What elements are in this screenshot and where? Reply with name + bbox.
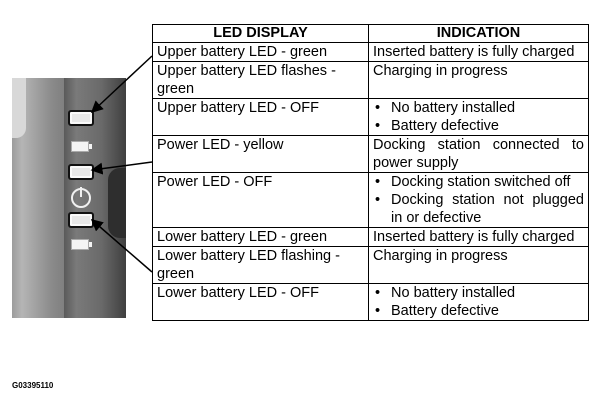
led-display-cell: Lower battery LED - green bbox=[152, 227, 369, 247]
indication-cell: No battery installed Battery defective bbox=[368, 283, 589, 321]
indication-cell: Docking station connected to power suppl… bbox=[368, 135, 589, 173]
indication-cell: Inserted battery is fully charged bbox=[368, 42, 589, 62]
led-display-cell: Upper battery LED - green bbox=[152, 42, 369, 62]
header-indication: INDICATION bbox=[368, 24, 589, 43]
led-display-cell: Upper battery LED - OFF bbox=[152, 98, 369, 136]
table-row: Lower battery LED flashing - green Charg… bbox=[152, 246, 589, 284]
led-display-cell: Power LED - yellow bbox=[152, 135, 369, 173]
indication-text: Inserted battery is fully charged bbox=[373, 44, 575, 60]
indication-text: Inserted battery is fully charged bbox=[373, 229, 575, 245]
arrow-lower-battery bbox=[90, 219, 153, 273]
bullet-item: Docking station not plugged in or defect… bbox=[373, 191, 584, 227]
table-row: Upper battery LED - green Inserted batte… bbox=[152, 42, 589, 62]
bullet-item: No battery installed bbox=[373, 284, 584, 302]
photo-bevel bbox=[12, 78, 26, 138]
table-header-row: LED DISPLAY INDICATION bbox=[152, 24, 589, 43]
bullet-item: Battery defective bbox=[373, 117, 584, 135]
indication-cell: Docking station switched off Docking sta… bbox=[368, 172, 589, 228]
led-indication-table: LED DISPLAY INDICATION Upper battery LED… bbox=[152, 24, 589, 321]
bullet-item: Docking station switched off bbox=[373, 173, 584, 191]
indication-cell: Inserted battery is fully charged bbox=[368, 227, 589, 247]
bullet-item: No battery installed bbox=[373, 99, 584, 117]
upper-battery-icon bbox=[71, 141, 92, 152]
power-icon bbox=[71, 187, 91, 208]
figure-id: G03395110 bbox=[12, 381, 54, 390]
table-row: Power LED - yellow Docking station conne… bbox=[152, 135, 589, 173]
table-row: Upper battery LED - OFF No battery insta… bbox=[152, 98, 589, 136]
indication-cell: No battery installed Battery defective bbox=[368, 98, 589, 136]
table-row: Power LED - OFF Docking station switched… bbox=[152, 172, 589, 228]
led-display-cell: Power LED - OFF bbox=[152, 172, 369, 228]
arrow-power bbox=[90, 161, 153, 175]
table-row: Lower battery LED - green Inserted batte… bbox=[152, 227, 589, 247]
indication-cell: Charging in progress bbox=[368, 246, 589, 284]
header-led-display: LED DISPLAY bbox=[152, 24, 369, 43]
indication-cell: Charging in progress bbox=[368, 61, 589, 99]
led-display-cell: Upper battery LED flashes - green bbox=[152, 61, 369, 99]
led-display-cell: Lower battery LED flashing - green bbox=[152, 246, 369, 284]
bullet-item: Battery defective bbox=[373, 302, 584, 320]
table-row: Upper battery LED flashes - green Chargi… bbox=[152, 61, 589, 99]
indication-text: Charging in progress bbox=[373, 248, 508, 264]
indication-text: Charging in progress bbox=[373, 63, 508, 79]
arrow-upper-battery bbox=[90, 55, 153, 114]
indication-bullets: No battery installed Battery defective bbox=[373, 284, 584, 320]
docking-station-photo bbox=[12, 78, 126, 318]
upper-battery-led bbox=[68, 110, 94, 126]
panel-ridge bbox=[108, 168, 126, 238]
table-row: Lower battery LED - OFF No battery insta… bbox=[152, 283, 589, 321]
indication-bullets: Docking station switched off Docking sta… bbox=[373, 173, 584, 227]
indication-text: Docking station connected to power suppl… bbox=[373, 137, 584, 171]
indication-bullets: No battery installed Battery defective bbox=[373, 99, 584, 135]
led-display-cell: Lower battery LED - OFF bbox=[152, 283, 369, 321]
lower-battery-icon bbox=[71, 239, 92, 250]
